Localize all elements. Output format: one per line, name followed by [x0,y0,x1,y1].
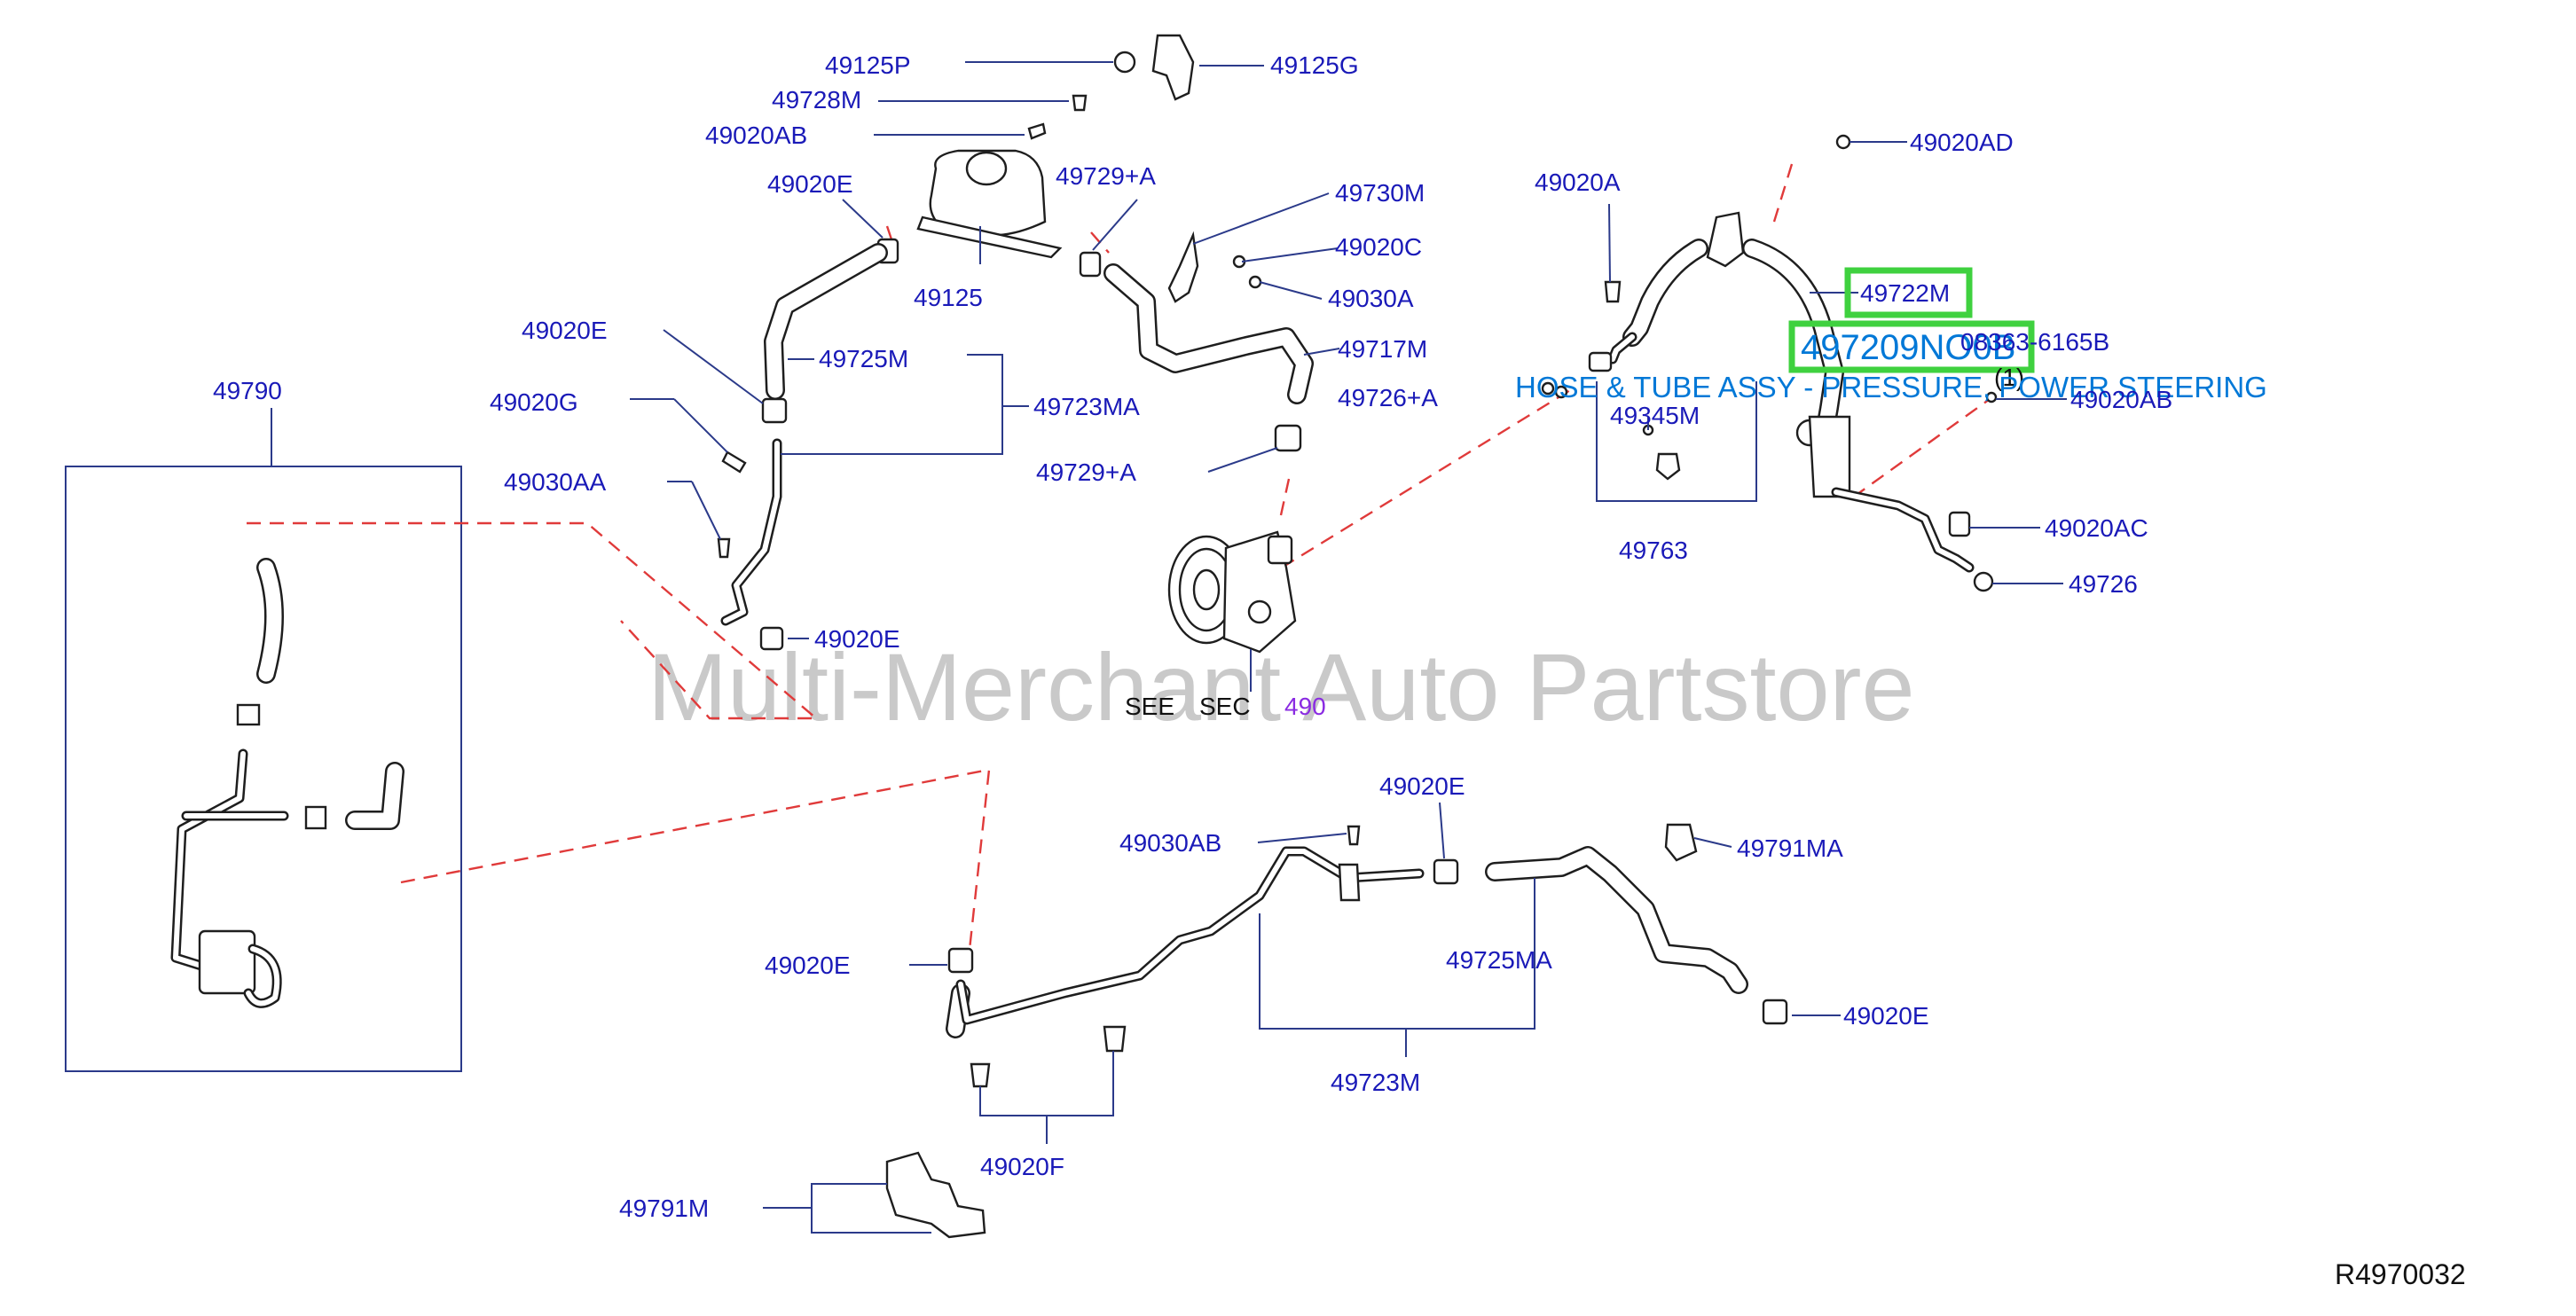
lower-tube-assembly [885,823,1788,1239]
label-49020A[interactable]: 49020A [1535,168,1621,196]
label-49726A[interactable]: 49726+A [1338,384,1438,411]
clamp-bracket [1808,415,1851,498]
label-49020E-c[interactable]: 49020E [814,625,900,653]
label-49125P[interactable]: 49125P [825,51,911,79]
label-49723M[interactable]: 49723M [1331,1069,1420,1096]
label-49020F[interactable]: 49020F [980,1153,1064,1180]
fitting-49020AC [1948,511,1971,537]
label-49030A[interactable]: 49030A [1328,285,1414,312]
label-49730M[interactable]: 49730M [1335,179,1425,207]
label-49790[interactable]: 49790 [213,377,282,404]
tube-clamp [1338,863,1361,902]
bolt-49020AD [1835,134,1851,150]
clamp-49020E-c [759,626,784,651]
power-steering-pump [1167,530,1297,692]
label-49020E-b[interactable]: 49020E [522,317,608,344]
leader-lines [630,61,2067,1234]
hose-49725M [717,243,888,651]
label-49791M[interactable]: 49791M [619,1195,709,1222]
label-see: SEE [1125,693,1174,720]
label-49020G[interactable]: 49020G [490,388,578,416]
label-49020E-f[interactable]: 49020E [1843,1002,1929,1030]
bolt-49020AB-right [1985,391,1998,403]
clamp-49020E-b [761,397,788,424]
label-49722M[interactable]: 49722M [1860,279,1950,307]
clamp-49020E-e [1433,858,1459,885]
label-49020E-a[interactable]: 49020E [767,170,853,198]
clip-49791MA [1664,823,1698,862]
bolt-49030AA [717,537,731,559]
label-49125[interactable]: 49125 [914,284,983,311]
sensor-49345M [1655,452,1681,481]
label-49125G[interactable]: 49125G [1270,51,1359,79]
label-49791MA[interactable]: 49791MA [1737,834,1843,862]
label-49020AC[interactable]: 49020AC [2045,514,2148,542]
reservoir-cap [965,151,1008,186]
label-49030AB[interactable]: 49030AB [1119,829,1221,857]
label-49020AB-right[interactable]: 49020AB [2070,386,2172,413]
clip-49020G [721,450,747,474]
grommet-49125P [1113,51,1136,74]
label-49020E-d[interactable]: 49020E [765,952,851,979]
label-49020C[interactable]: 49020C [1335,233,1422,261]
label-49020AD[interactable]: 49020AD [1910,129,2014,156]
clip-49728M [1072,94,1088,112]
bolt-49020A [1604,280,1622,303]
bolt-49030AB [1347,825,1361,846]
label-08363-6165B[interactable]: 08363-6165B [1960,328,2109,356]
inset-clamp [236,703,261,726]
inset-box [65,466,462,1072]
pressure-hose-assembly [1541,134,1998,592]
bolt-49030A [1248,275,1262,289]
label-49726[interactable]: 49726 [2069,570,2138,598]
highlight-description: HOSE & TUBE ASSY - PRESSURE, POWER STEER… [1515,371,2267,403]
label-49729A-bottom[interactable]: 49729+A [1036,458,1136,486]
label-49725M[interactable]: 49725M [819,345,908,372]
label-49030AA[interactable]: 49030AA [504,468,607,496]
hose-49717M [1103,263,1314,452]
label-49763[interactable]: 49763 [1619,537,1688,564]
label-49728M[interactable]: 49728M [772,86,861,114]
clamp-49020E-d [947,947,974,974]
watermark-text: Multi-Merchant Auto Partstore [648,633,1915,740]
label-49020AB-top[interactable]: 49020AB [705,121,807,149]
reservoir-body [929,149,1047,237]
clip-49020F-b [1103,1025,1127,1053]
label-49729A-top[interactable]: 49729+A [1056,162,1156,190]
label-49345M[interactable]: 49345M [1610,402,1700,429]
fitting-upper [1706,211,1745,268]
part-labels: 49125P 49125G 49728M 49020AB 49020E 4972… [213,51,2466,1290]
highlight-box-497209NO0B[interactable] [1788,320,2035,373]
label-sec: SEC [1199,693,1251,720]
label-497209NO0B[interactable]: 497209NO0B [1801,328,2015,367]
label-49723MA[interactable]: 49723MA [1033,393,1140,420]
highlight-box-49722M[interactable] [1844,267,1973,318]
oring-49726 [1973,571,1994,592]
fitting-pump-side [1588,351,1613,372]
inset-cooler-block [198,929,256,995]
label-qty-one: (1) [1994,364,2024,391]
clamp-49020E-f [1762,999,1788,1025]
reservoir-assembly [876,34,1262,303]
inset-49790 [65,408,462,1072]
inset-clamp-2 [304,805,327,830]
label-sec-ref[interactable]: 490 [1284,693,1326,720]
label-49020E-e[interactable]: 49020E [1379,772,1465,800]
label-49725MA[interactable]: 49725MA [1446,946,1552,974]
clip-49020F-a [970,1062,991,1088]
bracket-49730M [1167,231,1199,303]
bolt-49020AB-top [1027,122,1047,140]
bracket-49791M [885,1151,986,1239]
bracket-49125G [1151,34,1195,101]
reservoir-bracket [916,215,1063,259]
clamp-49729A-bottom [1274,424,1302,452]
drawing-reference: R4970032 [2335,1258,2466,1290]
label-49717M[interactable]: 49717M [1338,335,1427,363]
clamp-49729A-top [1079,251,1102,278]
